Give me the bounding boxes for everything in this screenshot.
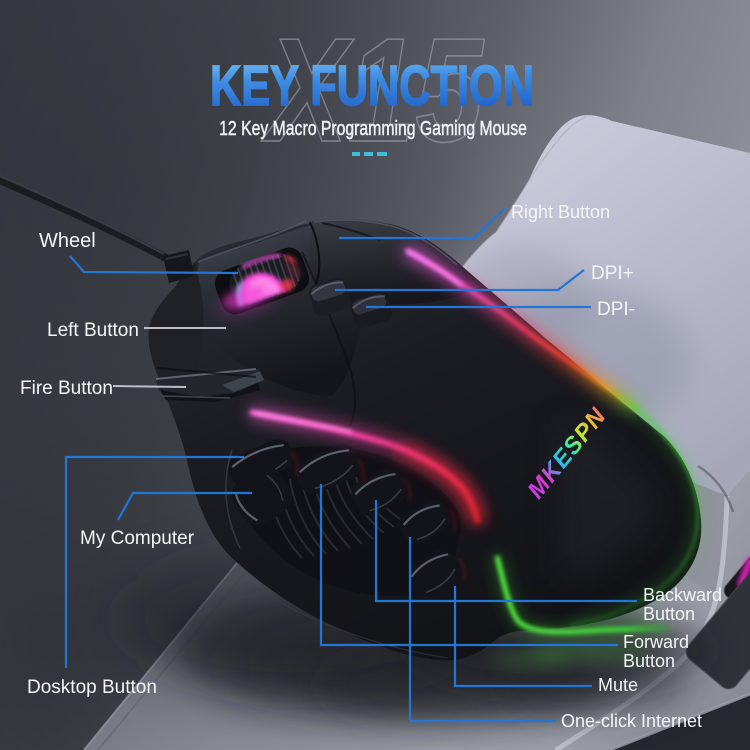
svg-text:Forward: Forward [623, 632, 689, 652]
svg-text:12 Key Macro Programming Gamin: 12 Key Macro Programming Gaming Mouse [219, 116, 527, 140]
svg-text:Right Button: Right Button [511, 202, 610, 222]
svg-text:Mute: Mute [598, 675, 638, 695]
svg-text:One-click Internet: One-click Internet [561, 711, 702, 731]
svg-text:Fire Button: Fire Button [20, 378, 113, 399]
svg-text:DPI+: DPI+ [591, 263, 634, 284]
svg-text:Left Button: Left Button [47, 320, 139, 341]
svg-text:Wheel: Wheel [39, 230, 96, 252]
svg-text:My Computer: My Computer [80, 528, 195, 549]
svg-text:Dosktop Button: Dosktop Button [27, 677, 157, 698]
svg-text:X15: X15 [261, 6, 485, 172]
svg-text:Button: Button [623, 651, 675, 671]
svg-text:KEY FUNCTION: KEY FUNCTION [210, 53, 534, 117]
svg-text:DPI-: DPI- [597, 299, 635, 320]
svg-text:Backward: Backward [643, 585, 722, 605]
svg-text:Button: Button [643, 604, 695, 624]
